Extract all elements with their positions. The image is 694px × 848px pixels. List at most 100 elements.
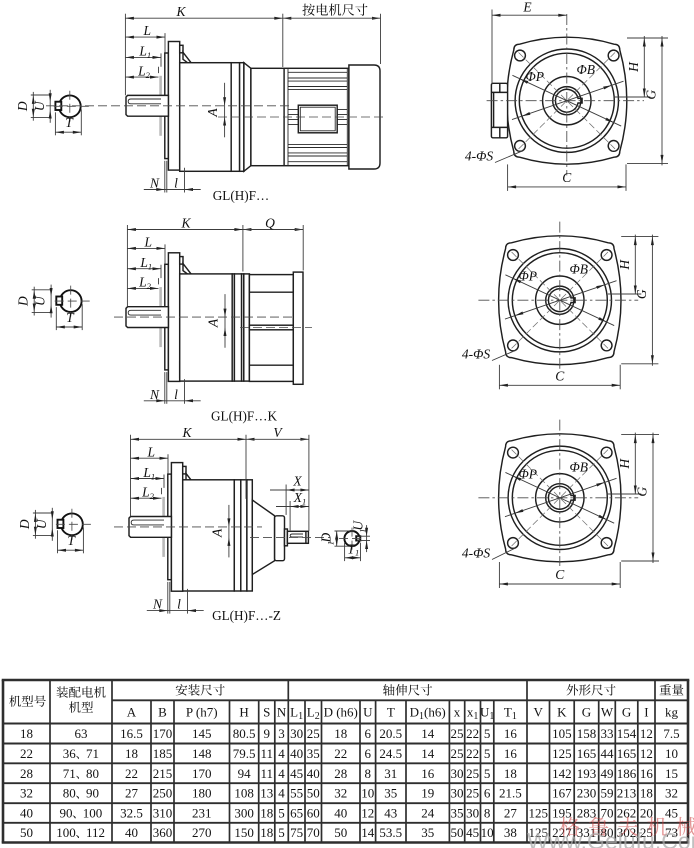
svg-text:T: T <box>387 704 395 719</box>
svg-text:125: 125 <box>529 825 549 840</box>
svg-text:L: L <box>143 235 152 250</box>
svg-text:S: S <box>263 704 270 719</box>
svg-text:U: U <box>350 520 365 531</box>
svg-text:25: 25 <box>451 726 464 741</box>
svg-text:D: D <box>319 532 334 543</box>
svg-text:80.5: 80.5 <box>233 726 256 741</box>
svg-text:213: 213 <box>617 786 637 801</box>
svg-text:G: G <box>635 487 650 497</box>
svg-text:x1: x1 <box>467 704 479 722</box>
svg-text:6: 6 <box>365 746 372 761</box>
svg-text:50: 50 <box>451 825 464 840</box>
svg-text:6: 6 <box>484 786 491 801</box>
svg-text:71: 71 <box>86 746 99 761</box>
svg-text:36: 36 <box>63 746 77 761</box>
svg-text:U: U <box>33 295 48 306</box>
svg-text:32: 32 <box>20 786 33 801</box>
svg-text:30: 30 <box>451 786 464 801</box>
svg-text:80: 80 <box>63 786 76 801</box>
svg-text:A: A <box>127 704 137 719</box>
svg-text:K: K <box>180 215 191 230</box>
svg-text:N: N <box>149 176 160 191</box>
svg-text:262: 262 <box>617 806 637 821</box>
svg-text:50: 50 <box>334 825 347 840</box>
svg-text:L2: L2 <box>307 704 320 722</box>
svg-text:20.5: 20.5 <box>379 726 402 741</box>
svg-text:T1: T1 <box>504 704 517 722</box>
svg-text:4: 4 <box>278 766 285 781</box>
svg-text:40: 40 <box>290 746 303 761</box>
svg-text:65: 65 <box>290 806 303 821</box>
svg-text:150: 150 <box>234 825 254 840</box>
svg-text:T: T <box>66 310 75 325</box>
svg-text:11: 11 <box>260 766 273 781</box>
svg-text:4: 4 <box>278 786 285 801</box>
svg-text:L2: L2 <box>138 275 152 292</box>
svg-text:D: D <box>15 101 30 112</box>
svg-text:25: 25 <box>451 746 464 761</box>
svg-text:44: 44 <box>601 746 615 761</box>
svg-text:U1: U1 <box>480 704 494 722</box>
svg-text:231: 231 <box>192 806 212 821</box>
svg-text:12: 12 <box>361 806 374 821</box>
svg-text:K: K <box>175 4 186 19</box>
svg-text:154: 154 <box>617 726 637 741</box>
svg-text:40: 40 <box>20 806 33 821</box>
svg-text:D1(h6): D1(h6) <box>410 704 446 722</box>
svg-text:270: 270 <box>192 825 212 840</box>
svg-text:10: 10 <box>361 786 374 801</box>
svg-text:90: 90 <box>86 786 99 801</box>
svg-text:170: 170 <box>153 726 173 741</box>
svg-text:22: 22 <box>125 766 138 781</box>
svg-text:25: 25 <box>466 766 479 781</box>
svg-text:A: A <box>205 108 220 118</box>
svg-text:59: 59 <box>601 786 614 801</box>
svg-text:22: 22 <box>466 746 479 761</box>
svg-text:T: T <box>67 533 76 548</box>
svg-text:x: x <box>454 704 461 719</box>
svg-text:25: 25 <box>307 726 320 741</box>
svg-text:ΦP: ΦP <box>526 69 545 84</box>
svg-text:5: 5 <box>278 825 285 840</box>
svg-text:53.5: 53.5 <box>379 825 402 840</box>
svg-text:71: 71 <box>63 766 76 781</box>
svg-text:28: 28 <box>334 766 347 781</box>
svg-text:G: G <box>622 704 631 719</box>
svg-text:K: K <box>181 425 192 440</box>
svg-text:70: 70 <box>307 825 320 840</box>
svg-text:45: 45 <box>466 825 479 840</box>
svg-text:16: 16 <box>640 766 654 781</box>
svg-text:40: 40 <box>307 766 320 781</box>
svg-text:5: 5 <box>484 766 491 781</box>
svg-text:18: 18 <box>504 766 517 781</box>
svg-text:C: C <box>555 368 565 383</box>
svg-text:T: T <box>65 115 74 130</box>
svg-text:D: D <box>16 296 31 307</box>
svg-text:32.5: 32.5 <box>120 806 143 821</box>
svg-text:16: 16 <box>504 726 518 741</box>
svg-text:18: 18 <box>260 806 273 821</box>
svg-text:70: 70 <box>601 806 614 821</box>
svg-text:63: 63 <box>75 726 88 741</box>
svg-text:45: 45 <box>290 766 303 781</box>
svg-text:186: 186 <box>617 766 637 781</box>
svg-text:302: 302 <box>617 825 637 840</box>
svg-text:ΦP: ΦP <box>519 466 538 481</box>
svg-text:33: 33 <box>601 726 614 741</box>
svg-text:14: 14 <box>361 825 375 840</box>
svg-text:H: H <box>239 704 248 719</box>
svg-text:5: 5 <box>484 726 491 741</box>
svg-text:227: 227 <box>552 825 572 840</box>
svg-text:U: U <box>363 704 373 719</box>
svg-text:21.5: 21.5 <box>499 786 522 801</box>
svg-text:165: 165 <box>577 746 597 761</box>
svg-text:G: G <box>634 289 649 299</box>
svg-text:GL(H)F…K: GL(H)F…K <box>211 409 277 424</box>
svg-text:25: 25 <box>466 786 479 801</box>
svg-text:N: N <box>149 387 160 402</box>
svg-text:l: l <box>174 176 178 191</box>
svg-text:L: L <box>142 23 151 38</box>
svg-text:10: 10 <box>481 825 494 840</box>
svg-text:L1: L1 <box>139 255 152 272</box>
svg-text:24.5: 24.5 <box>379 746 402 761</box>
